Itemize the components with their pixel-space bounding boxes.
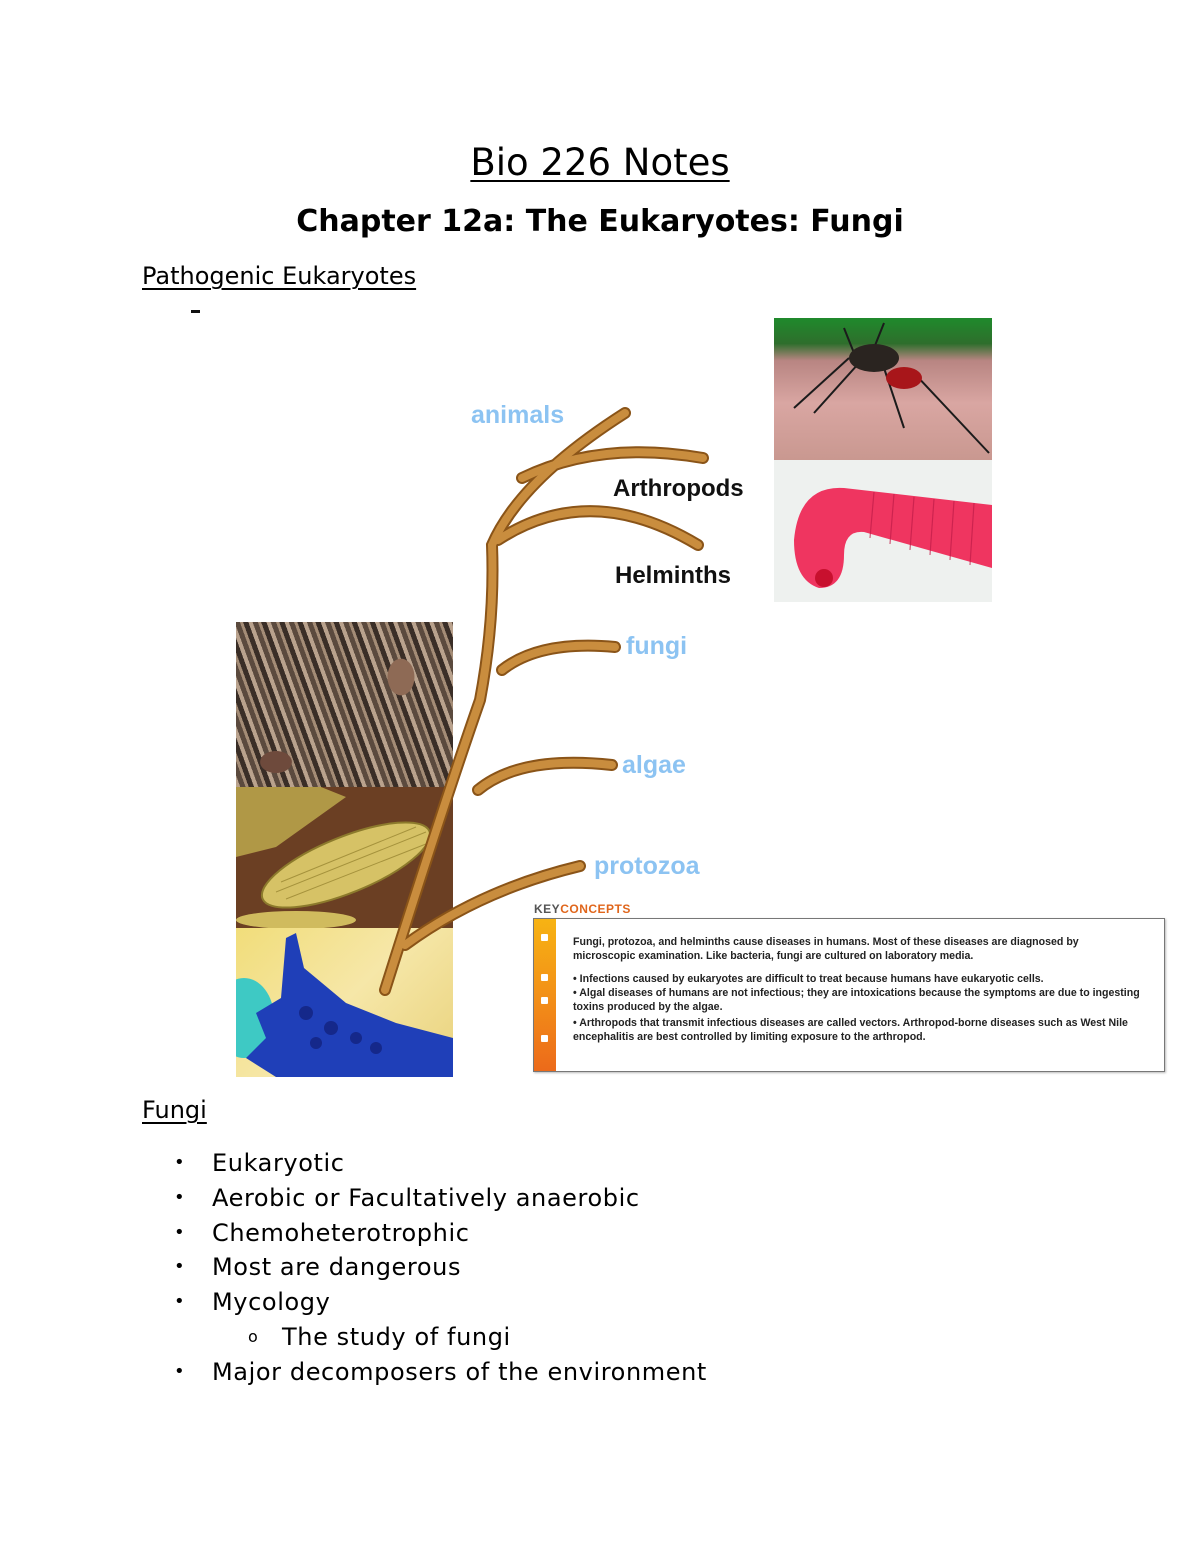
protozoa-micrograph: [236, 928, 453, 1077]
list-item: • Major decomposers of the environment: [172, 1355, 707, 1390]
branch-arthropods: [518, 448, 707, 482]
branch-protozoa: [401, 862, 584, 949]
fungi-micrograph: [236, 622, 453, 787]
list-item-text: Eukaryotic: [212, 1149, 345, 1177]
section-heading-fungi: Fungi: [142, 1096, 207, 1124]
key-concepts-label: KEYCONCEPTS: [534, 902, 631, 916]
bullet-icon: •: [174, 1291, 186, 1313]
branch-helminths: [494, 507, 702, 549]
bullet-icon: •: [174, 1152, 186, 1173]
section-heading-pathogenic-eukaryotes: Pathogenic Eukaryotes: [142, 262, 417, 290]
list-item-text: Chemoheterotrophic: [212, 1218, 470, 1247]
branch-fungi: [498, 641, 619, 674]
key-concept-paragraph: Fungi, protozoa, and helminths cause dis…: [573, 936, 1079, 962]
list-item: • Mycology: [172, 1285, 707, 1320]
tree-label-helminths: Helminths: [615, 562, 732, 589]
tree-label-animals: animals: [471, 401, 565, 429]
list-item: • Aerobic or Facultatively anaerobic: [172, 1181, 707, 1216]
list-item: • Most are dangerous: [172, 1250, 707, 1285]
list-item-text: Mycology: [212, 1288, 331, 1317]
key-concepts-label-key: KEY: [534, 902, 561, 916]
helminth-photo-worm: [774, 460, 992, 602]
tree-label-arthropods: Arthropods: [613, 475, 744, 502]
list-item-text: Most are dangerous: [212, 1253, 462, 1282]
key-concept-paragraph: • Algal diseases of humans are not infec…: [573, 987, 1140, 1013]
list-item: • Eukaryotic: [172, 1146, 707, 1181]
fungi-bullet-list: • Eukaryotic • Aerobic or Facultatively an…: [172, 1146, 707, 1390]
bullet-icon: •: [174, 1360, 186, 1382]
branch-algae: [474, 758, 616, 794]
bullet-square-icon: [541, 934, 548, 941]
key-concepts-label-concepts: CONCEPTS: [560, 902, 631, 916]
bullet-icon: •: [174, 1221, 186, 1243]
arthropod-photo-mosquito: [774, 318, 992, 460]
list-item-text: The study of fungi: [282, 1322, 511, 1351]
worm-illustration: [794, 487, 992, 588]
bullet-square-icon: [541, 1035, 548, 1042]
list-item-text: Major decomposers of the environment: [212, 1357, 707, 1386]
hollow-bullet-icon: o: [248, 1326, 259, 1346]
tree-label-protozoa: protozoa: [594, 852, 700, 880]
bullet-icon: •: [174, 1256, 186, 1278]
stray-dash-mark: [191, 310, 200, 313]
amoeba-illustration: [236, 933, 453, 1077]
list-subitem: o The study of fungi: [172, 1320, 707, 1355]
document-title: Bio 226 Notes: [470, 141, 730, 184]
chapter-heading: Chapter 12a: The Eukaryotes: Fungi: [296, 204, 904, 239]
mosquito-illustration: [793, 322, 990, 454]
bullet-square-icon: [541, 997, 548, 1004]
bullet-square-icon: [541, 974, 548, 981]
tree-label-algae: algae: [622, 751, 686, 779]
tree-label-fungi: fungi: [626, 632, 688, 660]
key-concepts-box: Fungi, protozoa, and helminths cause dis…: [533, 918, 1165, 1072]
list-item: • Chemoheterotrophic: [172, 1216, 707, 1251]
tree-trunk: [381, 409, 629, 994]
key-concepts-accent-bar: [534, 919, 556, 1071]
key-concept-paragraph: • Arthropods that transmit infectious di…: [573, 1017, 1128, 1043]
key-concept-paragraph: • Infections caused by eukaryotes are di…: [573, 973, 1044, 985]
list-item-text: Aerobic or Facultatively anaerobic: [212, 1183, 640, 1212]
bullet-icon: •: [174, 1186, 186, 1208]
diatom-illustration: [236, 787, 432, 928]
